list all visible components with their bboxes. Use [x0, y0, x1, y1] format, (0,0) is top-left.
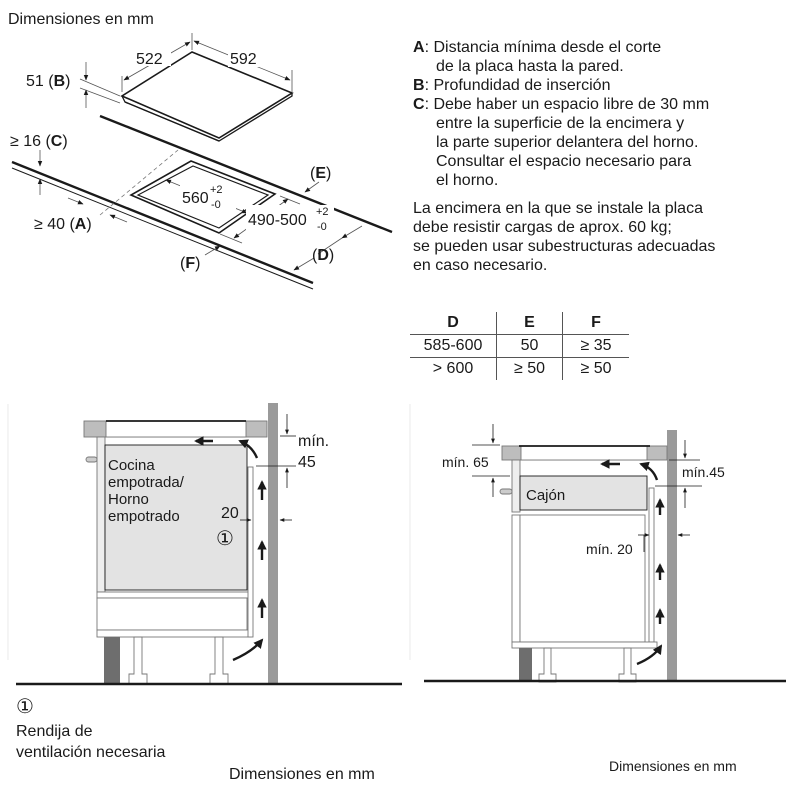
insertion-depth-label: 51 (: [26, 73, 54, 90]
right-min-65: mín. 65: [442, 454, 489, 470]
svg-text:51 (B): 51 (B): [26, 73, 70, 90]
left-gap-side-value: 20: [221, 505, 239, 522]
label-d: D: [317, 247, 329, 264]
legend-item-c: C: Debe haber un espacio libre de 30 mm …: [413, 96, 710, 189]
oven-label: Cocina empotrada/ Horno empotrado: [108, 457, 184, 525]
hob-cutout-isometric-drawing: 522 592 51 (B) ≥ 16 (C) ≥ 40 (A) 560 +2 …: [10, 33, 393, 290]
svg-text:+2: +2: [316, 206, 329, 218]
left-oven-cabinet: [16, 403, 402, 686]
svg-text:+2: +2: [210, 184, 223, 196]
svg-text:(E): (E): [310, 165, 331, 182]
clearance-table: D E F 585-600 50 ≥ 35 > 600 ≥ 50 ≥ 50: [410, 312, 629, 380]
right-min-20: mín. 20: [586, 541, 633, 557]
svg-text:(F): (F): [180, 255, 200, 272]
legend-item-a: A: Distancia mínima desde el corte de la…: [413, 39, 662, 75]
footnote-marker: ①: [16, 696, 34, 718]
table-header: D: [410, 312, 497, 335]
top-units-title: Dimensiones en mm: [8, 11, 154, 28]
right-drawer-cabinet: [424, 430, 786, 683]
label-c: C: [51, 133, 63, 150]
footnote-text: Rendija de ventilación necesaria: [16, 723, 166, 761]
left-gap-top-label: mín.: [298, 433, 329, 450]
svg-text:≥ 16 (C): ≥ 16 (C): [10, 133, 68, 150]
legend-item-b: B: Profundidad de inserción: [413, 77, 611, 94]
right-min-45: mín.45: [682, 464, 725, 480]
label-b: B: [54, 73, 66, 90]
svg-text:≥ 40 (A): ≥ 40 (A): [34, 216, 92, 233]
svg-text:-0: -0: [211, 199, 221, 211]
left-units-label: Dimensiones en mm: [229, 766, 375, 783]
left-gap-top-value: 45: [298, 454, 316, 471]
table-row: > 600 ≥ 50 ≥ 50: [410, 357, 629, 380]
right-units-label: Dimensiones en mm: [609, 758, 737, 774]
table-header: E: [496, 312, 563, 335]
label-f: F: [185, 255, 195, 272]
vent-slot-marker: ①: [216, 528, 234, 550]
label-e: E: [315, 165, 326, 182]
gap-a-label: ≥ 40 (: [34, 216, 75, 233]
table-header: F: [562, 312, 629, 335]
svg-text:(D): (D): [312, 247, 334, 264]
cutout-width-dim: 560: [182, 190, 209, 207]
table-row: 585-600 50 ≥ 35: [410, 334, 629, 358]
hob-width-dim: 592: [230, 51, 257, 68]
label-a: A: [75, 216, 87, 233]
worktop-load-note: La encimera en la que se instale la plac…: [413, 200, 716, 274]
svg-text:-0: -0: [317, 221, 327, 233]
drawer-label: Cajón: [526, 487, 565, 504]
legend: A: Distancia mínima desde el corte de la…: [413, 38, 715, 275]
gap-c-label: ≥ 16 (: [10, 133, 51, 150]
hob-depth-dim: 522: [136, 51, 163, 68]
cutout-depth-dim: 490-500: [248, 212, 307, 229]
